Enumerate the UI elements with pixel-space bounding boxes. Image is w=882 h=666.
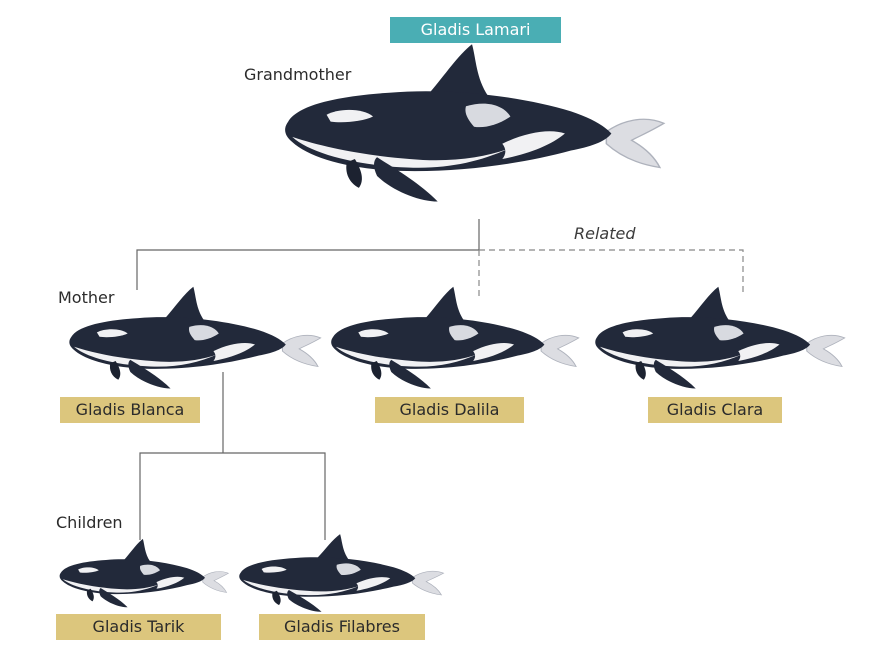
child-name-tag-2: Gladis Filabres — [259, 614, 425, 640]
related-label: Related — [574, 224, 636, 243]
mother-name-tag: Gladis Blanca — [60, 397, 200, 423]
children-role-label: Children — [56, 513, 123, 532]
related-orca-illustration-2 — [584, 284, 850, 394]
grandmother-orca-illustration — [268, 40, 672, 210]
mother-role-label: Mother — [58, 288, 115, 307]
grandmother-role-label: Grandmother — [244, 65, 352, 84]
mother-orca-illustration — [58, 284, 326, 394]
related-name-tag-2: Gladis Clara — [648, 397, 782, 423]
child-orca-illustration-1 — [52, 537, 232, 611]
connector-mother-children — [139, 372, 326, 540]
related-orca-illustration-1 — [320, 284, 584, 394]
connector-related-dashed — [478, 249, 744, 296]
related-name-tag-1: Gladis Dalila — [375, 397, 524, 423]
connector-grandmother-mother — [136, 219, 480, 290]
child-orca-illustration-2 — [230, 532, 448, 616]
child-name-tag-1: Gladis Tarik — [56, 614, 221, 640]
grandmother-name-tag: Gladis Lamari — [390, 17, 561, 43]
